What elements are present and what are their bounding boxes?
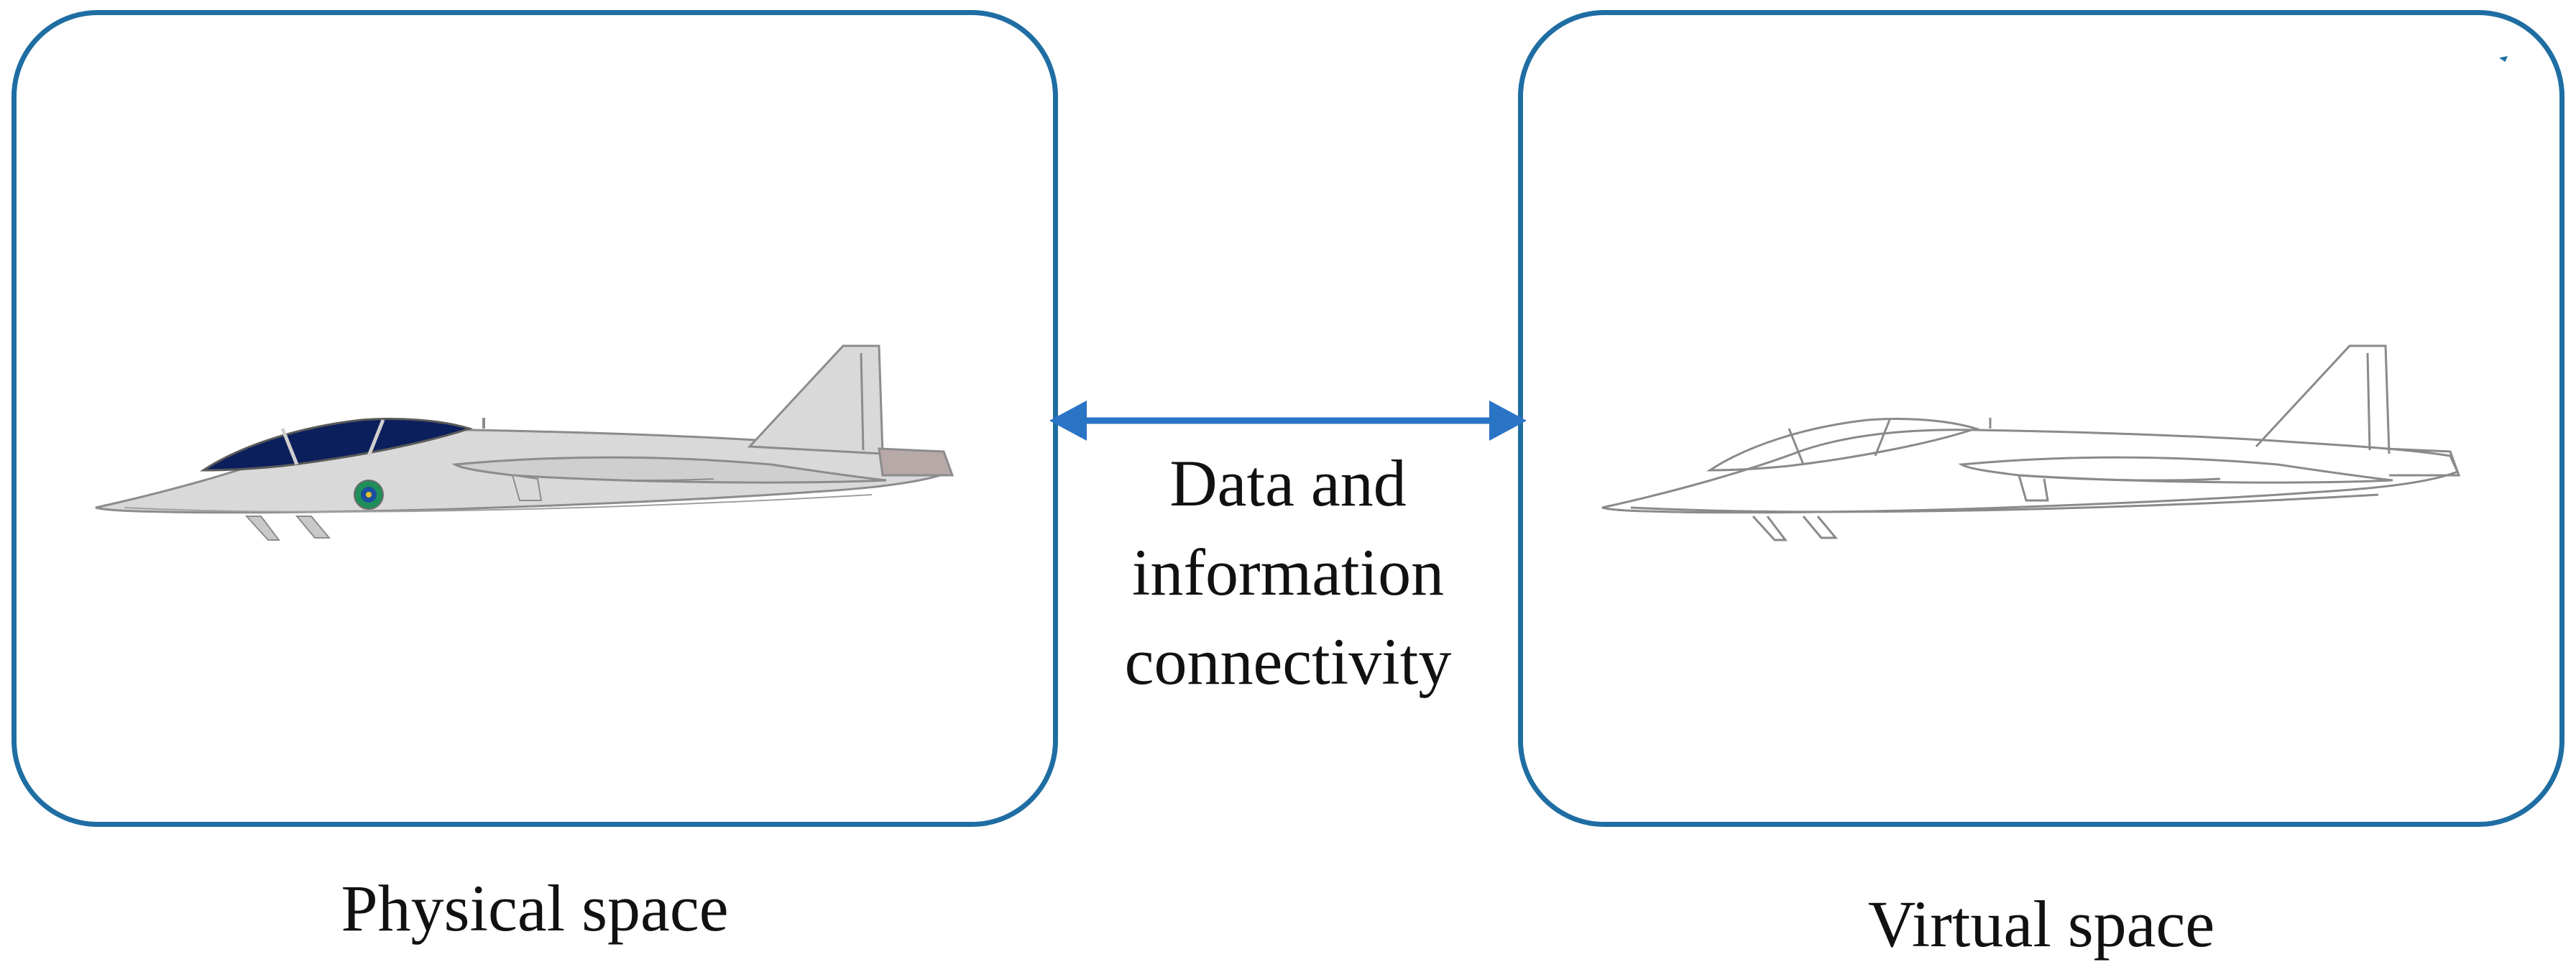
physical-space-caption: Physical space [341,871,729,945]
jet-aircraft-icon [95,344,954,541]
virtual-space-caption: Virtual space [1867,887,2215,961]
corner-mark-icon [2499,56,2508,62]
double-headed-arrow-icon [1049,400,1527,441]
jet-aircraft-wireframe-icon [1601,344,2461,541]
connector-label-line: connectivity [1124,625,1452,698]
connector-label: Data and information connectivity [1058,439,1518,706]
connector-label-line: Data and [1169,447,1407,520]
physical-space-panel [12,10,1058,827]
connector-label-line: information [1131,536,1445,609]
virtual-space-panel [1518,10,2564,827]
